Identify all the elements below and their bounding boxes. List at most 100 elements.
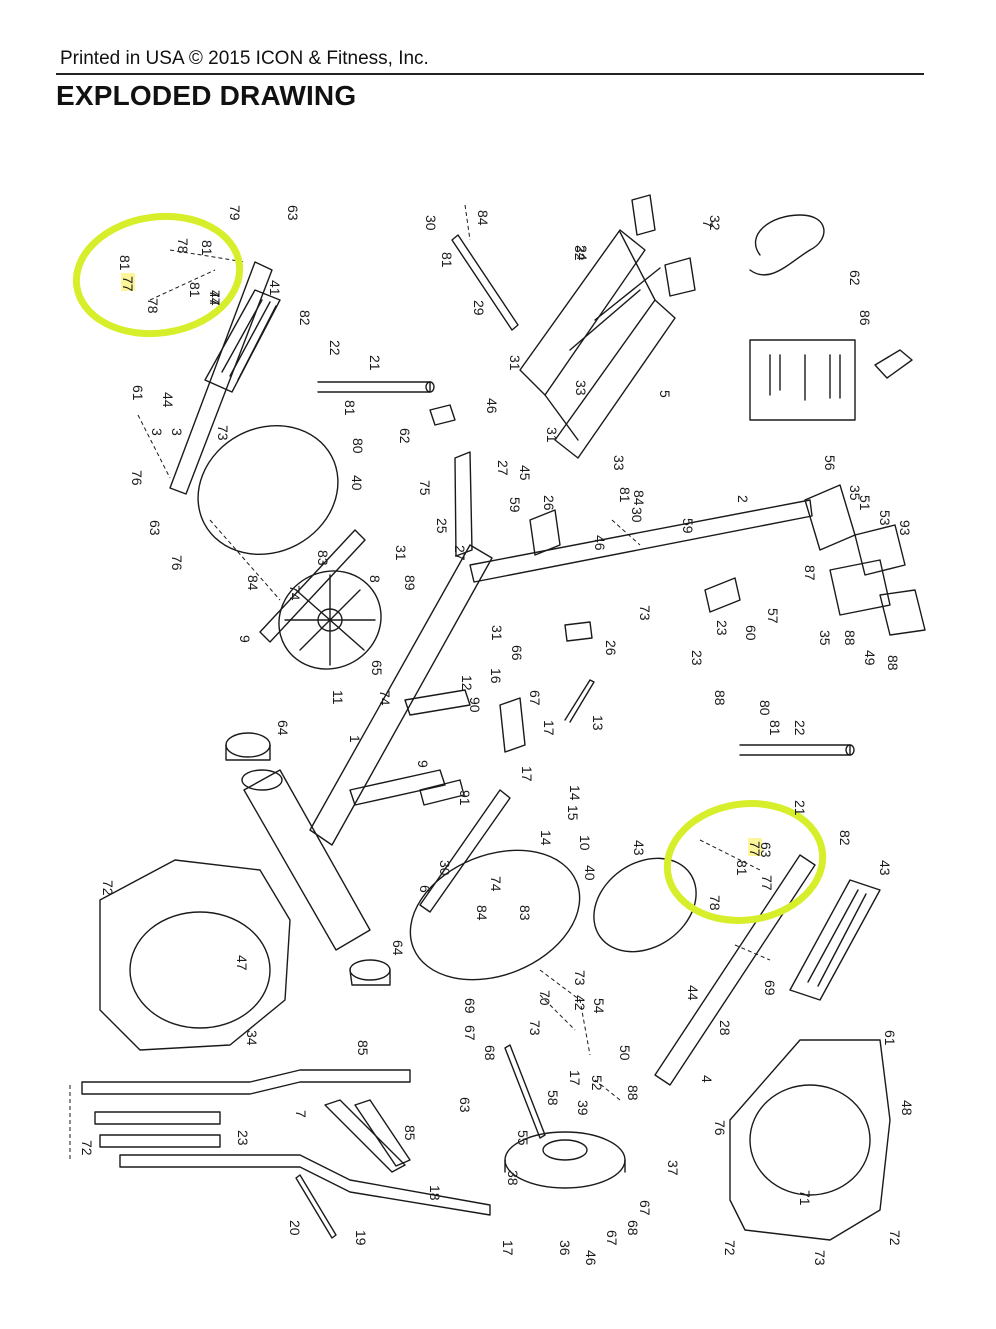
part-label: 59 xyxy=(680,518,696,534)
part-label: 27 xyxy=(452,545,468,561)
part-label: 72 xyxy=(100,880,116,896)
part-label: 50 xyxy=(617,1045,633,1061)
part-label: 44 xyxy=(685,985,701,1001)
part-label: 73 xyxy=(812,1250,828,1266)
part-label: 17 xyxy=(541,720,557,736)
part-label: 69 xyxy=(462,998,478,1014)
part-label: 84 xyxy=(474,905,490,921)
part-label: 85 xyxy=(355,1040,371,1056)
part-label: 62 xyxy=(397,428,413,444)
part-label: 81 xyxy=(117,255,133,271)
part-label: 86 xyxy=(857,310,873,326)
print-notice: Printed in USA © 2015 ICON & Fitness, In… xyxy=(60,48,429,69)
part-label: 4 xyxy=(699,1075,715,1083)
tube-18a xyxy=(324,1099,406,1173)
cap-64-bottom xyxy=(349,959,391,981)
part-label: 91 xyxy=(457,790,473,806)
part-label: 41 xyxy=(267,280,283,296)
part-label: 60 xyxy=(743,625,759,641)
assembly-leaders xyxy=(69,204,771,1160)
part-label: 81 xyxy=(342,400,358,416)
highlight-ring-left xyxy=(72,212,244,338)
header-rule xyxy=(56,73,924,75)
part-label: 26 xyxy=(541,495,557,511)
part-label: 21 xyxy=(792,800,808,816)
arm-3 xyxy=(169,261,273,495)
part-label: 73 xyxy=(527,1020,543,1036)
part-label: 26 xyxy=(603,640,619,656)
bracket-24 xyxy=(529,509,561,556)
rod-19 xyxy=(295,1174,337,1239)
crossbar-21-top xyxy=(317,381,431,393)
part-label: 68 xyxy=(482,1045,498,1061)
part-label: 85 xyxy=(402,1125,418,1141)
page-title: EXPLODED DRAWING xyxy=(56,80,357,111)
part-label: 14 xyxy=(567,785,583,801)
part-label: 31 xyxy=(489,625,505,641)
part-label: 87 xyxy=(802,565,818,581)
part-label: 55 xyxy=(515,1130,531,1146)
part-label: 40 xyxy=(349,475,365,491)
part-label: 21 xyxy=(367,355,383,371)
part-label: 64 xyxy=(275,720,291,736)
part-label: 63 xyxy=(285,205,301,221)
part-label: 66 xyxy=(509,645,525,661)
disc-40-left xyxy=(197,424,339,556)
part-label: 64 xyxy=(390,940,406,956)
highlight-box-left xyxy=(121,273,135,291)
part-label: 9 xyxy=(415,760,431,768)
part-label: 78 xyxy=(707,895,723,911)
part-label: 67 xyxy=(637,1200,653,1216)
part-label: 31 xyxy=(393,545,409,561)
highlight-box-right xyxy=(748,838,762,856)
part-label: 29 xyxy=(471,300,487,316)
cap-62-mid xyxy=(564,621,593,642)
part-label: 18 xyxy=(427,1185,443,1201)
part-label: 82 xyxy=(297,310,313,326)
part-label: 48 xyxy=(899,1100,915,1116)
part-label: 74 xyxy=(377,690,393,706)
part-label: 14 xyxy=(538,830,554,846)
part-label: 23 xyxy=(689,650,705,666)
part-label: 46 xyxy=(583,1250,599,1266)
part-label: 51 xyxy=(857,495,873,511)
part-label: 37 xyxy=(665,1160,681,1176)
part-label: 23 xyxy=(235,1130,251,1146)
part-label: 67 xyxy=(462,1025,478,1041)
highlighted-part-label: 77 xyxy=(747,841,763,857)
part-label: 8 xyxy=(367,575,383,583)
part-label: 76 xyxy=(712,1120,728,1136)
cap-64-top xyxy=(225,732,271,758)
part-label: 35 xyxy=(817,630,833,646)
part-label: 36 xyxy=(557,1240,573,1256)
part-label: 17 xyxy=(567,1070,583,1086)
part-label: 39 xyxy=(575,1100,591,1116)
part-label: 44 xyxy=(160,392,176,408)
part-label: 83 xyxy=(315,550,331,566)
part-label: 7 xyxy=(293,1110,309,1118)
part-label: 69 xyxy=(762,980,778,996)
console-49 xyxy=(829,559,891,616)
part-label: 88 xyxy=(712,690,728,706)
part-label: 73 xyxy=(637,605,653,621)
part-label: 88 xyxy=(625,1085,641,1101)
part-label: 84 xyxy=(245,575,261,591)
part-label: 71 xyxy=(797,1190,813,1206)
shroud-48 xyxy=(729,1039,891,1241)
part-label: 80 xyxy=(757,700,773,716)
highlight-ring-right xyxy=(663,800,827,924)
bracket-12 xyxy=(499,697,526,753)
flywheel-8 xyxy=(278,570,382,670)
part-label: 44 xyxy=(207,290,223,306)
pin-90 xyxy=(564,679,595,723)
part-label: 5 xyxy=(657,390,673,398)
part-label: 43 xyxy=(877,860,893,876)
part-label: 89 xyxy=(402,575,418,591)
highlighted-part-label: 77 xyxy=(120,276,136,292)
part-label: 77 xyxy=(207,290,223,306)
part-label: 61 xyxy=(130,385,146,401)
part-label: 81 xyxy=(187,282,203,298)
part-label: 78 xyxy=(175,238,191,254)
